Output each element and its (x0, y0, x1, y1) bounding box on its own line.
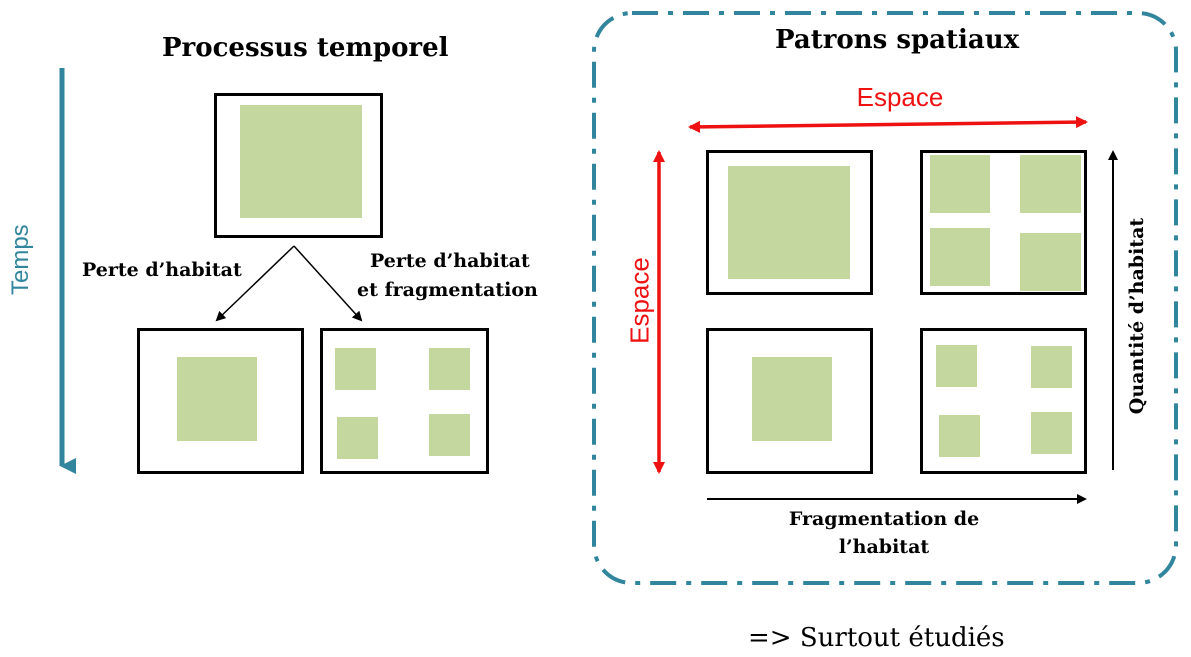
space-horizontal-label: Espace (856, 82, 944, 112)
landscape-high-amount-low-fragmentation (706, 150, 873, 295)
habitat-amount-axis-label: Quantité d’habitat (1126, 217, 1148, 415)
habitat-patch (728, 166, 850, 279)
landscape-low-amount-low-fragmentation (706, 328, 873, 474)
habitat-patch (177, 357, 257, 441)
habitat-patch (1031, 346, 1072, 388)
initial-landscape-frame (214, 93, 383, 238)
loss-and-fragmentation-label-line1: Perte d’habitat (370, 250, 530, 272)
space-vertical-label: Espace (624, 257, 655, 344)
habitat-patch (1031, 412, 1072, 454)
space-horizontal-arrow (688, 116, 1088, 133)
habitat-patch (1020, 233, 1081, 291)
habitat-patch (930, 228, 990, 286)
habitat-patch (1020, 155, 1081, 213)
habitat-patch (429, 348, 470, 390)
spatial-patterns-title: Patrons spatiaux (775, 25, 1020, 55)
habitat-patch (939, 415, 980, 457)
habitat-loss-label: Perte d’habitat (82, 259, 242, 281)
habitat-patch (930, 155, 990, 213)
habitat-patch (240, 105, 362, 218)
fragmented-landscape-frame (320, 328, 489, 474)
habitat-patch (337, 417, 378, 459)
fragmentation-axis-label-line1: Fragmentation de (788, 508, 980, 530)
loss-and-fragmentation-label-line2: et fragmentation (357, 279, 538, 301)
habitat-patch (335, 348, 376, 390)
habitat-loss-landscape-frame (137, 328, 304, 474)
footer-note: => Surtout étudiés (748, 623, 1005, 653)
landscape-high-amount-high-fragmentation (920, 150, 1087, 295)
habitat-patch (936, 345, 977, 387)
habitat-patch (752, 357, 832, 441)
loss-and-fragmentation-branch-arrow (293, 245, 363, 322)
fragmentation-axis-label-line2: l’habitat (838, 536, 930, 558)
temporal-process-title: Processus temporel (162, 33, 449, 63)
time-axis-label: Temps (7, 224, 34, 295)
landscape-low-amount-high-fragmentation (920, 328, 1087, 474)
habitat-patch (429, 414, 470, 456)
